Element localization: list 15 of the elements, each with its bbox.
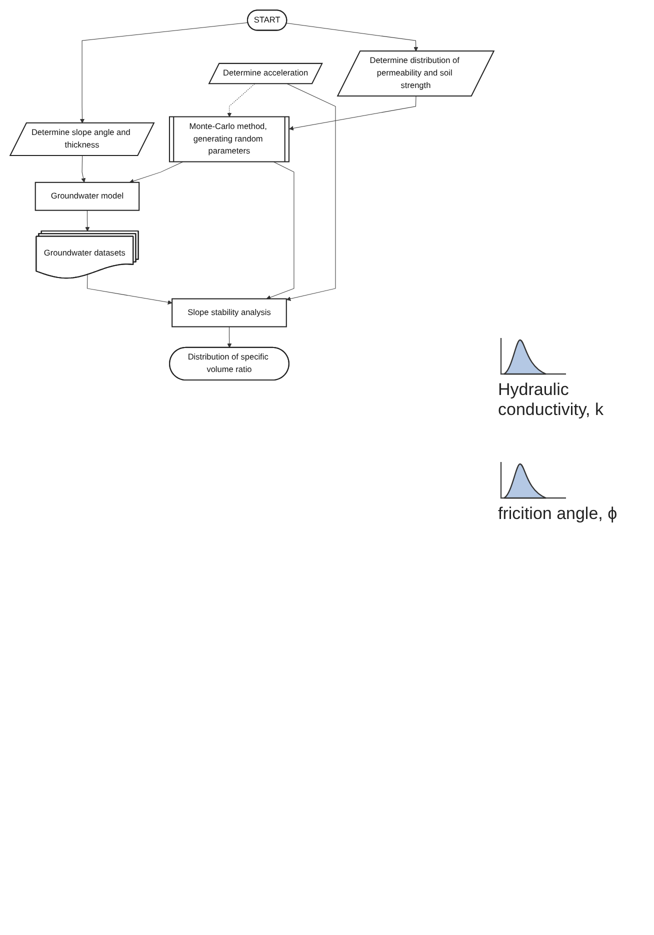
- node-box: Slope stability analysis: [172, 298, 287, 328]
- arrow: [227, 326, 232, 348]
- arrow: [85, 210, 90, 232]
- arrow: [129, 162, 183, 184]
- arrow: [266, 162, 294, 300]
- parameter-label: Hydraulic conductivity, k: [498, 380, 605, 420]
- arrow: [80, 22, 248, 124]
- arrow: [81, 156, 86, 183]
- arrow: [227, 84, 255, 118]
- parameter-label: fricition angle, ϕ: [498, 504, 618, 524]
- arrow: [86, 274, 172, 305]
- arrow: [289, 96, 416, 130]
- arrow: [286, 22, 418, 52]
- node-box: Groundwater model: [34, 182, 140, 211]
- arrow: [286, 84, 336, 301]
